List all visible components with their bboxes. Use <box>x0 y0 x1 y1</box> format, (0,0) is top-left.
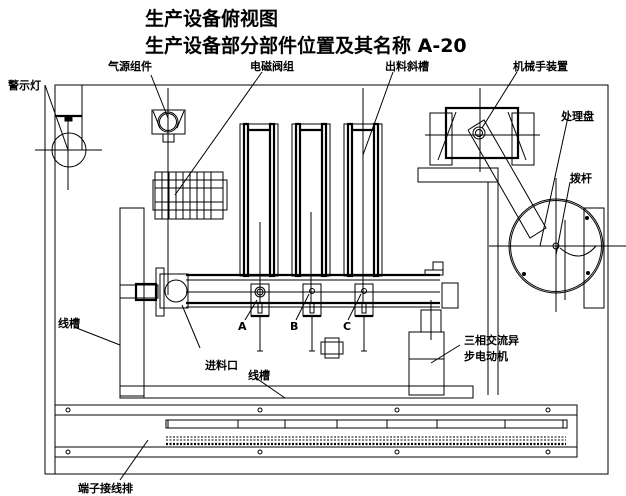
label-processing-disc: 处理盘 <box>561 110 594 123</box>
sensor-c <box>354 283 374 352</box>
conveyor-part <box>119 261 459 317</box>
leader-lines <box>44 71 571 481</box>
sensor-b <box>302 283 322 352</box>
bottom-wire-slot <box>119 385 474 399</box>
motor-part <box>408 300 445 396</box>
warning-light-part <box>35 84 102 190</box>
label-wire-slot-left: 线槽 <box>58 317 80 330</box>
left-wire-slot <box>119 207 145 397</box>
label-motor-line2: 步电动机 <box>464 350 508 363</box>
label-feed-inlet: 进料口 <box>205 359 238 372</box>
air-source-part <box>151 88 186 295</box>
sensors <box>250 283 374 359</box>
diagram-title: 生产设备俯视图 <box>145 8 279 30</box>
label-wire-slot-bottom: 线槽 <box>248 369 270 382</box>
diagram-subtitle: 生产设备部分部件位置及其名称 A-20 <box>145 35 467 57</box>
label-solenoid-valves: 电磁阀组 <box>250 60 294 73</box>
manipulator-part <box>417 88 547 239</box>
label-lever: 拨杆 <box>570 172 592 185</box>
coupler <box>320 337 344 359</box>
label-motor-line1: 三相交流异 <box>464 334 519 347</box>
label-air-source: 气源组件 <box>108 60 152 73</box>
label-sensor-b: B <box>290 320 299 333</box>
label-manipulator: 机械手装置 <box>513 60 568 73</box>
label-discharge-chute: 出料斜槽 <box>385 60 429 73</box>
label-sensor-a: A <box>238 320 247 333</box>
right-structure <box>487 181 605 395</box>
label-warning-light: 警示灯 <box>8 79 41 92</box>
sensor-a <box>250 283 270 352</box>
terminal-block-part <box>54 404 578 458</box>
label-terminal-block: 端子接线排 <box>78 482 133 495</box>
discharge-chutes <box>239 88 383 302</box>
solenoid-valve-part <box>152 171 228 220</box>
label-sensor-c: C <box>343 320 352 333</box>
